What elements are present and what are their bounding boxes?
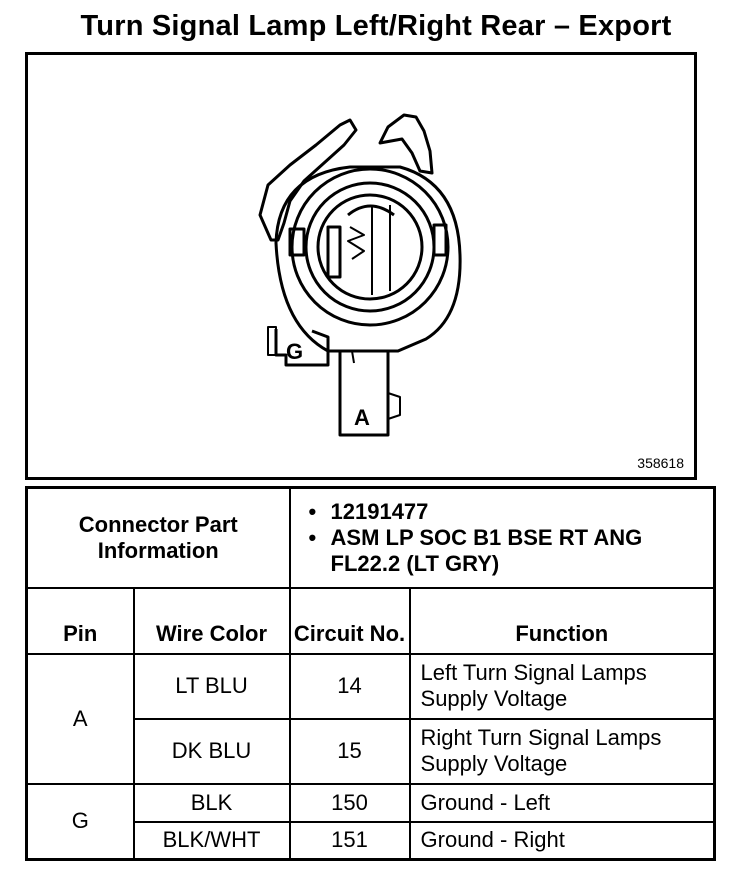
left-lug-shape — [288, 227, 306, 257]
header-row: Pin Wire Color Circuit No. Function — [25, 586, 716, 655]
function-cell: Ground - Left — [408, 782, 716, 823]
right-lug-shape — [432, 223, 448, 257]
header-circuit-no: Circuit No. — [288, 586, 411, 655]
header-wire-color: Wire Color — [132, 586, 291, 655]
connector-info-row: Connector Part Information 12191477 ASM … — [25, 486, 716, 589]
middle-ring-shape — [304, 181, 436, 313]
circuit-cell: 14 — [288, 652, 411, 720]
pin-cell-g: G — [25, 782, 135, 861]
wire-color-cell: LT BLU — [132, 652, 291, 720]
right-latch-shape — [378, 113, 434, 175]
connector-info-list: 12191477 ASM LP SOC B1 BSE RT ANG FL22.2… — [288, 486, 716, 589]
function-cell: Right Turn Signal Lamps Supply Voltage — [408, 717, 716, 785]
function-cell: Left Turn Signal Lamps Supply Voltage — [408, 652, 716, 720]
table-row: G BLK 150 Ground - Left — [25, 782, 716, 861]
outer-ring-shape — [290, 167, 450, 327]
wire-color-cell: BLK — [132, 782, 291, 823]
wire-color-cell: DK BLU — [132, 717, 291, 785]
pin-cell-a: A — [25, 652, 135, 785]
page-title: Turn Signal Lamp Left/Right Rear – Expor… — [80, 10, 672, 42]
header-pin: Pin — [25, 586, 135, 655]
circuit-cell: 151 — [288, 820, 411, 861]
function-cell: Ground - Right — [408, 820, 716, 861]
circuit-cell: 15 — [288, 717, 411, 785]
left-latch-shape — [258, 118, 358, 242]
table-row: A LT BLU 14 Left Turn Signal Lamps Suppl… — [25, 652, 716, 785]
table-row: DK BLU 15 Right Turn Signal Lamps Supply… — [27, 717, 716, 785]
connector-info-label: Connector Part Information — [25, 486, 291, 589]
circuit-cell: 150 — [288, 782, 411, 823]
connector-part-description: ASM LP SOC B1 BSE RT ANG FL22.2 (LT GRY) — [309, 525, 714, 577]
figure-number: 358618 — [637, 455, 684, 471]
connector-table: Connector Part Information 12191477 ASM … — [25, 486, 717, 861]
pin-label-a: A — [354, 405, 370, 430]
connector-part-number: 12191477 — [309, 499, 714, 525]
header-function: Function — [408, 586, 716, 655]
socket-body-shape — [274, 165, 462, 353]
inner-key-shape — [326, 225, 342, 279]
connector-drawing: G A — [258, 113, 462, 437]
table-row: BLK/WHT 151 Ground - Right — [27, 820, 716, 861]
inner-ring-shape — [316, 193, 424, 301]
pin-label-g: G — [286, 339, 303, 364]
connector-illustration: G A 358618 — [25, 52, 697, 480]
wire-color-cell: BLK/WHT — [132, 820, 291, 861]
